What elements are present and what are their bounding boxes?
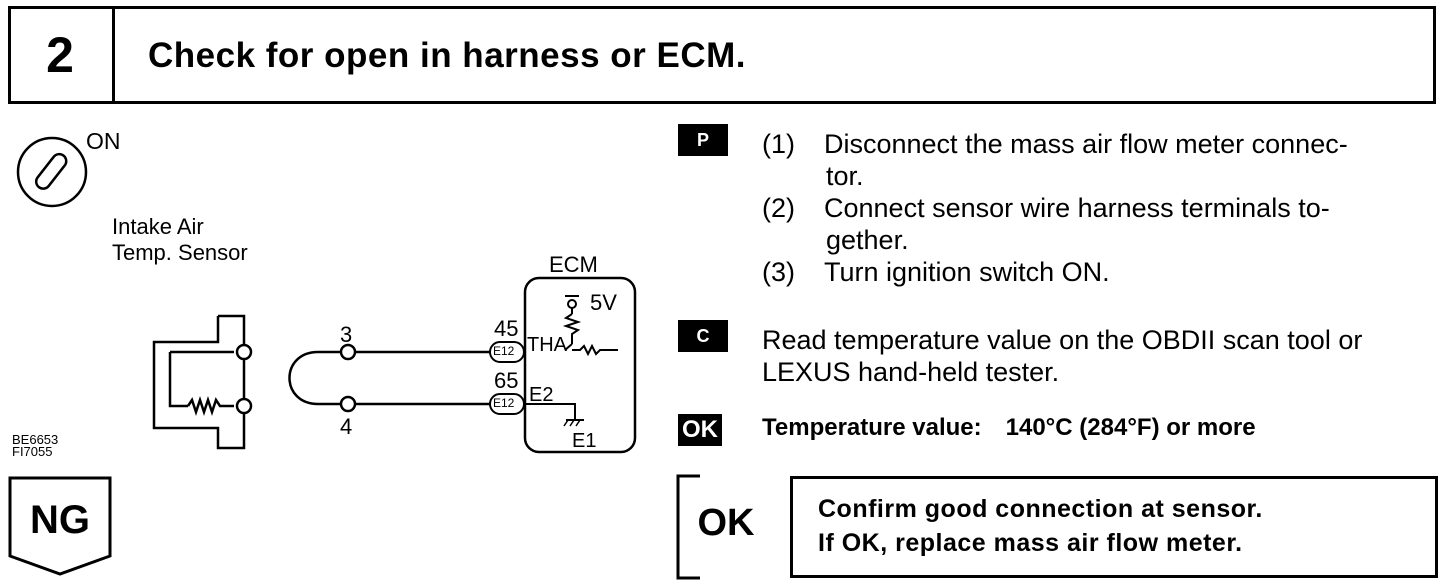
step1-number: (1): [762, 129, 795, 159]
check-badge: C: [678, 320, 728, 352]
ok-criteria: Temperature value: 140°C (284°F) or more: [762, 414, 1256, 442]
step-number: 2: [8, 6, 115, 104]
ok-action-text: Confirm good connection at sensor. If OK…: [818, 492, 1263, 560]
pin-65-label: 65: [494, 368, 519, 393]
wiring-diagram: [8, 136, 700, 580]
ok-criteria-label: Temperature value:: [762, 414, 982, 441]
ok-action-box: [790, 476, 1438, 578]
sensor-label: Intake Air Temp. Sensor: [112, 214, 248, 265]
step3-number: (3): [762, 257, 795, 287]
ok-action-line-2: If OK, replace mass air flow meter.: [818, 529, 1243, 557]
step1-text: Disconnect the mass air flow meter conne…: [824, 129, 1348, 159]
prepare-badge: P: [678, 124, 728, 156]
step-header: [8, 6, 1436, 104]
pin-3-label: 3: [340, 322, 353, 347]
step2-number: (2): [762, 193, 795, 223]
step2-text-cont: gether.: [826, 225, 909, 255]
ecm-label: ECM: [549, 252, 598, 277]
check-line-1: Read temperature value on the OBDII scan…: [762, 325, 1363, 355]
ok-arrow-box: [676, 474, 700, 580]
ng-arrow-box: [8, 476, 112, 576]
pin-45-label: 45: [494, 316, 519, 341]
check-line-2: LEXUS hand-held tester.: [762, 357, 1060, 387]
step3-text: Turn ignition switch ON.: [824, 257, 1110, 287]
e1-label: E1: [572, 430, 597, 452]
ok-criteria-value: 140°C (284°F) or more: [1005, 414, 1256, 441]
prepare-steps: (1) Disconnect the mass air flow meter co…: [762, 128, 1442, 288]
step1-text-cont: tor.: [826, 161, 864, 191]
pin-4-label: 4: [340, 414, 353, 439]
tha-label: THA: [527, 334, 567, 356]
step-title: Check for open in harness or ECM.: [148, 36, 746, 75]
check-text: Read temperature value on the OBDII scan…: [762, 324, 1452, 388]
step2-text: Connect sensor wire harness terminals to…: [824, 193, 1330, 223]
switch-on-label: ON: [86, 128, 121, 154]
ok-branch-label: OK: [697, 502, 755, 544]
ok-badge: OK: [678, 414, 722, 446]
connector-e12-top: E12: [493, 344, 515, 358]
voltage-label: 5V: [590, 290, 617, 315]
e2-label: E2: [529, 384, 554, 406]
ok-action-line-1: Confirm good connection at sensor.: [818, 495, 1263, 523]
ignition-switch-icon: [16, 136, 88, 208]
figure-code: BE6653 FI7055: [12, 432, 59, 459]
sensor-body: [152, 314, 246, 450]
ecm-box: [523, 276, 637, 454]
ng-label: NG: [30, 498, 90, 542]
connector-e12-bottom: E12: [493, 396, 515, 410]
